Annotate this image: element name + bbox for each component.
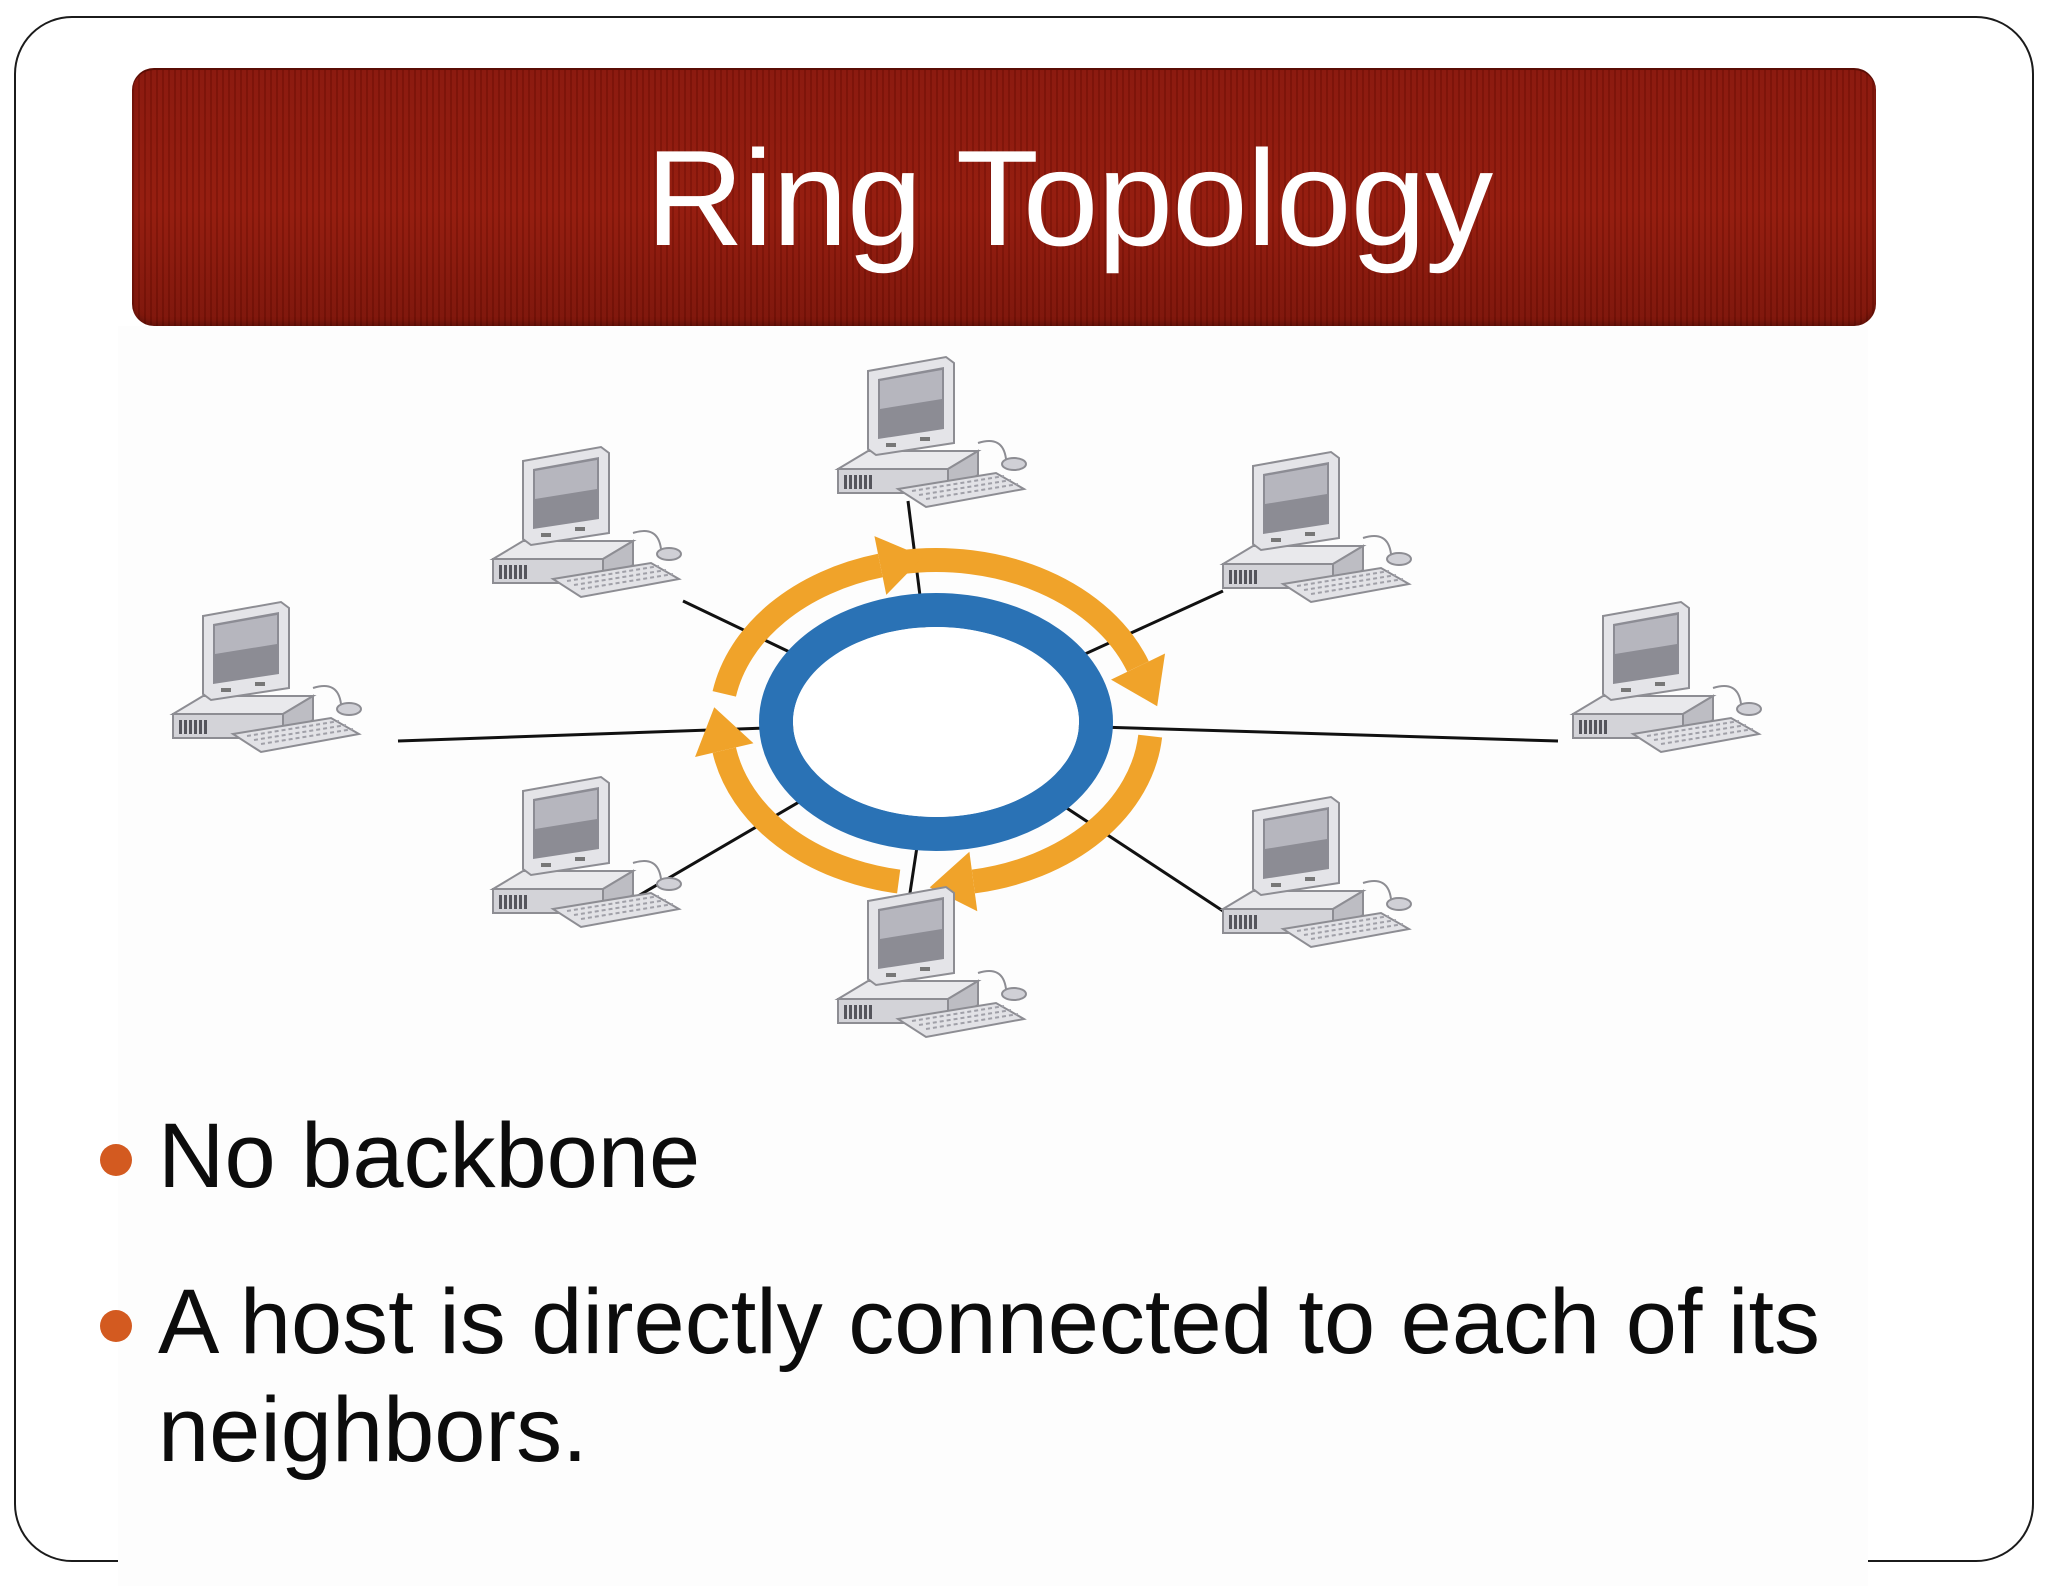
ring-icon (759, 593, 1113, 851)
computer-icon (489, 775, 682, 929)
ring-line (759, 593, 1113, 851)
arrow-icon (695, 707, 754, 757)
arrow-arc (712, 553, 883, 697)
bullet-text: A host is directly connected to each of … (158, 1271, 1821, 1481)
arrow-icon (874, 536, 924, 595)
computer-icon (169, 600, 362, 754)
computer-icon (834, 885, 1027, 1039)
ring-center (793, 627, 1079, 817)
computer-icon (1569, 600, 1762, 754)
arrow-arc (897, 548, 1149, 672)
host-computers (169, 355, 1762, 1039)
bullet-text: No backbone (158, 1105, 701, 1207)
arrow-icon (1111, 653, 1166, 707)
ring-topology-diagram (169, 355, 1762, 1039)
bullet-dot-icon (100, 1144, 132, 1176)
computer-icon (489, 445, 682, 599)
computer-icon (1219, 450, 1412, 604)
diagram-panel (118, 326, 1868, 1586)
slide-title: Ring Topology (645, 122, 1493, 274)
bullet-dot-icon (100, 1310, 132, 1342)
arrow-icons (695, 536, 1166, 912)
arrow-arc (971, 734, 1163, 894)
arrow-arc (712, 747, 901, 894)
arrow-icon (929, 851, 978, 912)
title-bar (132, 68, 1876, 326)
computer-icon (834, 355, 1027, 509)
computer-icon (1219, 795, 1412, 949)
